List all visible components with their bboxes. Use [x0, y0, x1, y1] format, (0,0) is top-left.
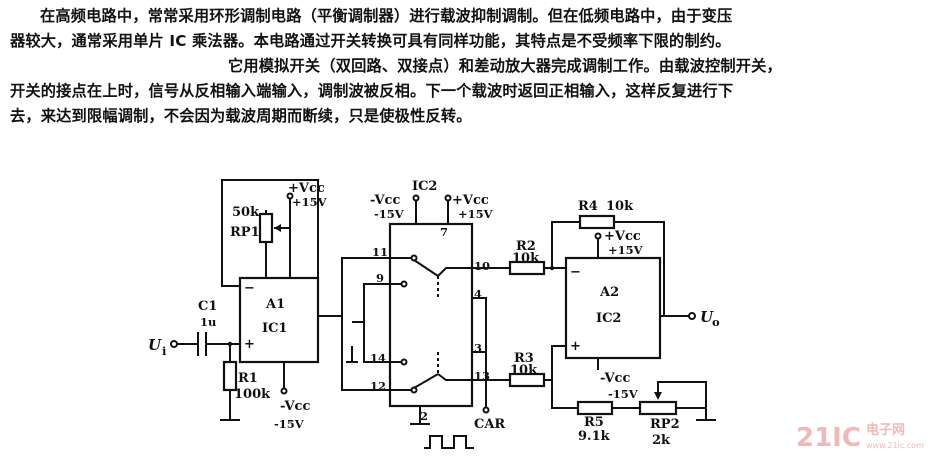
r1-value: 100k — [234, 387, 271, 402]
rp2-ref: RP2 — [650, 417, 680, 432]
capacitor-c1: C1 1u — [197, 299, 217, 356]
resistor-r2: R2 10k — [508, 239, 546, 276]
r5-value: 9.1k — [578, 429, 611, 444]
intro-line-1: 在高频电路中，常常采用环形调制电路（平衡调制器）进行载波抑制调制。但在低频电路中… — [40, 7, 733, 25]
pin-10: 10 — [474, 259, 490, 273]
ic2-switch-name: IC2 — [412, 179, 437, 194]
pin-4: 4 — [474, 287, 482, 301]
a1-ic: IC1 — [262, 321, 287, 336]
a2-vcc-pos: +Vcc — [604, 229, 641, 244]
input-label-sub: i — [162, 344, 167, 358]
watermark-logo-text: 21IC — [796, 423, 861, 453]
a2-name: A2 — [599, 285, 619, 300]
a2-vcc-pos-value: +15V — [608, 243, 644, 257]
pin-2: 2 — [420, 409, 428, 423]
detail-line-3: 去，来达到限幅调制，不会因为载波周期而断续，只是使极性反转。 — [10, 107, 472, 125]
a2-minus: − — [570, 265, 581, 280]
analog-switch-ic2: IC2 11 9 14 12 10 4 3 13 7 2 — [370, 179, 490, 423]
carrier-label: CAR — [474, 417, 505, 432]
pin-11: 11 — [372, 245, 388, 259]
resistor-r1: R1 100k — [222, 360, 271, 402]
potentiometer-rp2: RP2 2k — [638, 381, 707, 448]
pin-9: 9 — [376, 271, 384, 285]
rp2-value: 2k — [652, 433, 671, 448]
a2-vcc-neg-value: -15V — [608, 387, 639, 401]
a1-vcc-neg-value: -15V — [274, 417, 305, 431]
detail-line-2: 开关的接点在上时，信号从反相输入端输入，调制波被反相。下一个载波时返回正相输入，… — [10, 82, 734, 100]
c1-ref: C1 — [198, 299, 217, 314]
r3-ref: R3 — [514, 351, 534, 366]
ic2-vcc-pos: +Vcc — [452, 193, 489, 208]
watermark-url: www.21ic.com — [866, 441, 924, 450]
input-label: U — [148, 336, 162, 354]
ic2-vcc-neg: -Vcc — [370, 193, 400, 208]
a1-vcc-neg: -Vcc — [280, 399, 310, 414]
rp1-ref: RP1 — [230, 225, 260, 240]
a1-plus: + — [244, 337, 255, 352]
ic2-vcc-neg-value: -15V — [374, 207, 405, 221]
a1-minus: − — [244, 281, 255, 296]
a1-vcc-pos-value: +15V — [292, 195, 328, 209]
potentiometer-rp1: 50k RP1 — [230, 198, 291, 278]
opamp-a1: − + A1 IC1 — [238, 276, 320, 364]
ic2-vcc-pos-value: +15V — [458, 207, 494, 221]
a1-name: A1 — [265, 297, 285, 312]
input-terminal: U i — [148, 336, 178, 358]
resistor-r5: R5 9.1k — [576, 400, 614, 444]
a2-vcc-neg: -Vcc — [600, 371, 630, 386]
a2-plus: + — [570, 339, 581, 354]
r2-value: 10k — [512, 251, 540, 266]
a1-vcc-pos: +Vcc — [288, 181, 325, 196]
opamp-a2: − + A2 IC2 — [564, 256, 662, 360]
c1-value: 1u — [200, 315, 216, 329]
resistor-r3: R3 10k — [508, 351, 546, 388]
pin-3: 3 — [474, 341, 482, 355]
a2-ic: IC2 — [596, 311, 621, 326]
detail-line-1: 它用模拟开关（双回路、双接点）和差动放大器完成调制工作。由载波控制开关， — [228, 57, 782, 75]
watermark-logo: 21IC 电子网 www.21ic.com — [796, 422, 924, 453]
intro-paragraph: 在高频电路中，常常采用环形调制电路（平衡调制器）进行载波抑制调制。但在低频电路中… — [10, 4, 782, 129]
r2-ref: R2 — [516, 239, 536, 254]
r3-value: 10k — [510, 363, 538, 378]
output-label-sub: o — [712, 315, 720, 329]
pin-7: 7 — [440, 225, 448, 239]
watermark-cn: 电子网 — [866, 422, 905, 438]
r4-value: 10k — [606, 199, 634, 214]
pin-12: 12 — [370, 379, 386, 393]
resistor-r4: R4 10k — [578, 199, 634, 230]
rp1-value: 50k — [232, 205, 260, 220]
r5-ref: R5 — [584, 415, 604, 430]
r4-ref: R4 — [578, 199, 598, 214]
r1-ref: R1 — [238, 371, 258, 386]
intro-line-2: 器较大，通常采用单片 IC 乘法器。本电路通过开关转换可具有同样功能，其特点是不… — [10, 32, 731, 50]
output-label: U — [700, 308, 714, 326]
